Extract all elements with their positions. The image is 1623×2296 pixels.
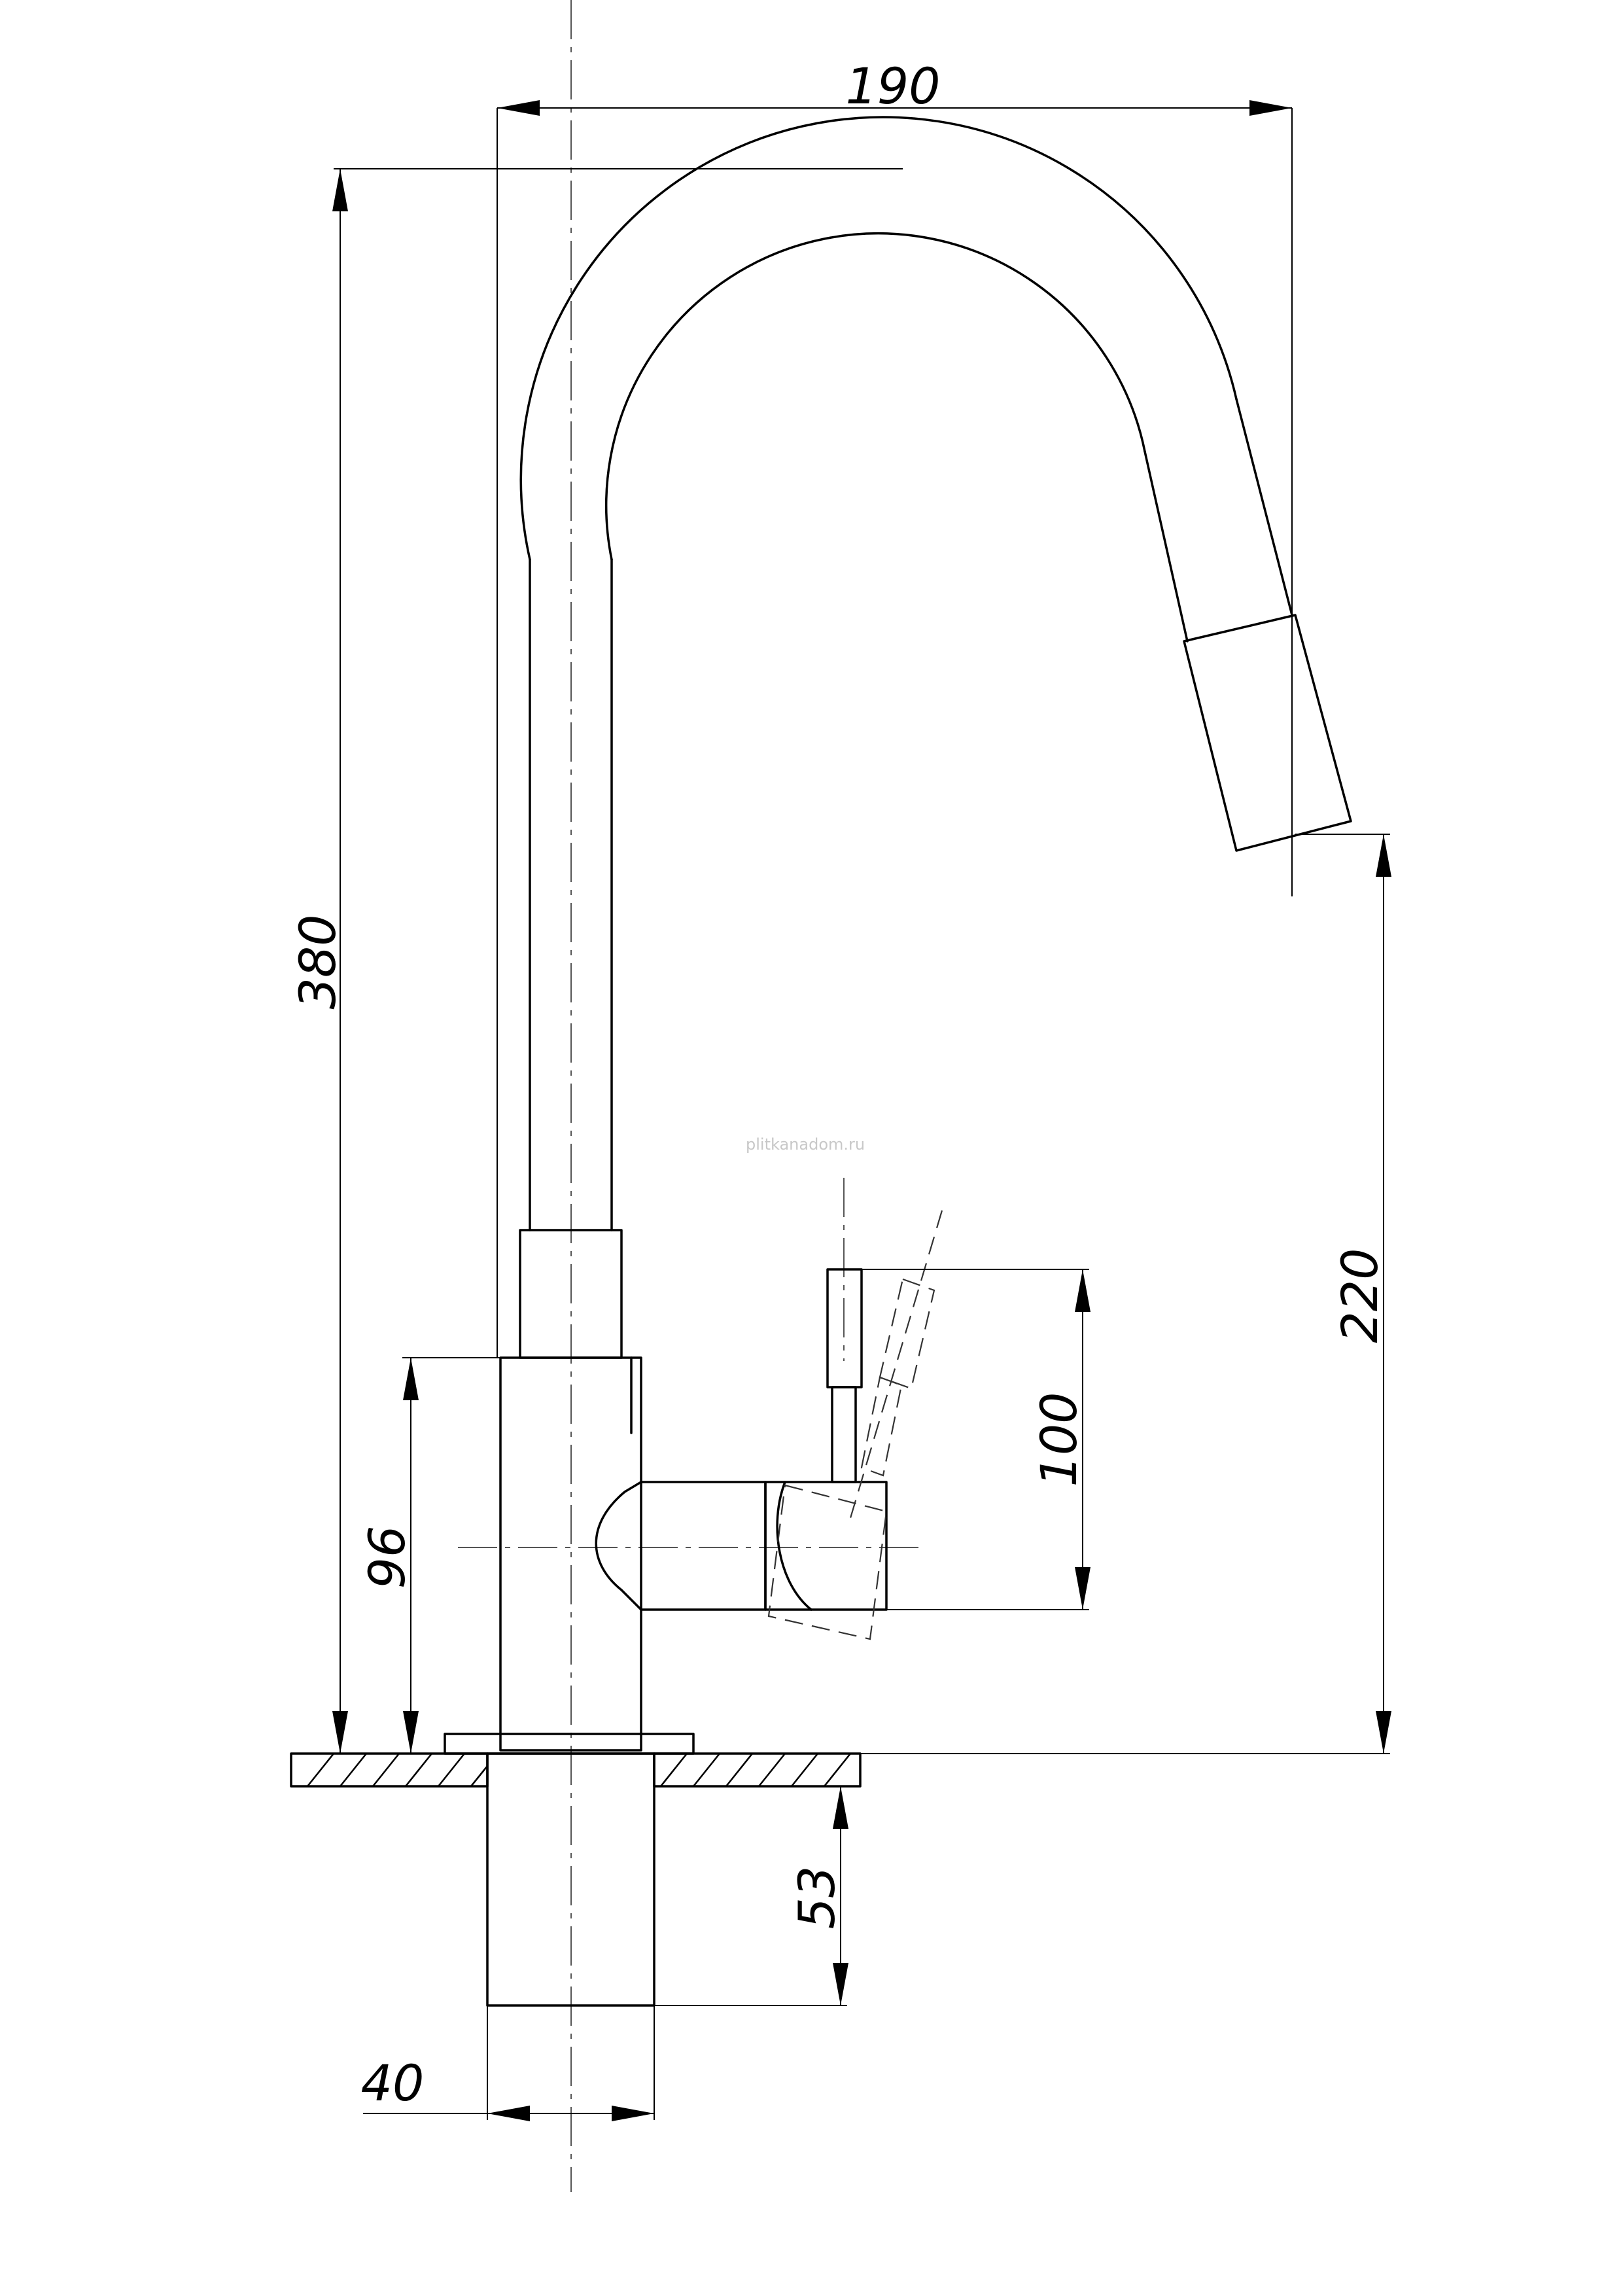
arrow-bottom bbox=[1075, 1567, 1091, 1610]
spout-inner-arc bbox=[604, 232, 1146, 561]
arrow-bottom bbox=[403, 1711, 419, 1754]
arrow-bottom bbox=[833, 1963, 848, 2005]
dim-label-380: 380 bbox=[288, 914, 347, 1009]
spout-nozzle bbox=[1183, 614, 1352, 852]
dimension-190: 190 bbox=[497, 57, 1293, 1358]
dimension-220: 220 bbox=[860, 834, 1391, 1754]
dimension-53: 53 bbox=[654, 1786, 848, 2006]
lever-cap-curve bbox=[776, 1481, 812, 1611]
lever-stem bbox=[831, 1386, 857, 1483]
dimension-96: 96 bbox=[358, 1357, 500, 1754]
lever-alt-handle bbox=[879, 1278, 935, 1390]
arrow-top bbox=[833, 1786, 848, 1829]
dim-label-190: 190 bbox=[845, 57, 940, 115]
dim-label-220: 220 bbox=[1331, 1248, 1389, 1343]
countertop-left bbox=[290, 1752, 489, 1788]
watermark: plitkanadom.ru bbox=[746, 1135, 865, 1154]
lever-handle bbox=[826, 1268, 863, 1388]
dimension-380: 380 bbox=[288, 168, 903, 1754]
lever-alt-cap bbox=[767, 1484, 888, 1640]
shank bbox=[486, 1752, 655, 2007]
arrow-top bbox=[403, 1358, 419, 1400]
arrow-left bbox=[497, 100, 540, 116]
arrow-left bbox=[487, 2106, 530, 2121]
arrow-right bbox=[1249, 100, 1292, 116]
countertop bbox=[290, 1752, 862, 1788]
arrow-bottom bbox=[332, 1711, 348, 1754]
spout-outer-arc bbox=[519, 116, 1238, 561]
arrow-bottom bbox=[1376, 1711, 1391, 1754]
arrow-top bbox=[1075, 1269, 1091, 1312]
countertop-right bbox=[653, 1752, 862, 1788]
dim-label-100: 100 bbox=[1030, 1392, 1088, 1487]
lever-housing bbox=[595, 1481, 767, 1611]
countertop-hatching bbox=[306, 1753, 852, 1787]
lever-cap bbox=[764, 1481, 888, 1611]
arrow-top bbox=[1376, 834, 1391, 877]
dim-label-96: 96 bbox=[358, 1526, 416, 1589]
dimension-40: 40 bbox=[361, 2005, 655, 2121]
dim-label-53: 53 bbox=[788, 1866, 846, 1930]
dimension-100: 100 bbox=[862, 1269, 1091, 1610]
main-body bbox=[499, 1356, 642, 1752]
spout-outer-taper bbox=[1235, 398, 1293, 616]
faucet-outline bbox=[444, 116, 1352, 2007]
arrow-top bbox=[332, 169, 348, 211]
spout-inner-taper bbox=[1143, 450, 1189, 643]
lever-alt-stem bbox=[860, 1376, 903, 1477]
lever-alt-axis bbox=[849, 1210, 943, 1519]
arrow-right bbox=[612, 2106, 654, 2121]
lever-alternate-position bbox=[767, 1210, 943, 1640]
dim-label-40: 40 bbox=[361, 2054, 425, 2112]
